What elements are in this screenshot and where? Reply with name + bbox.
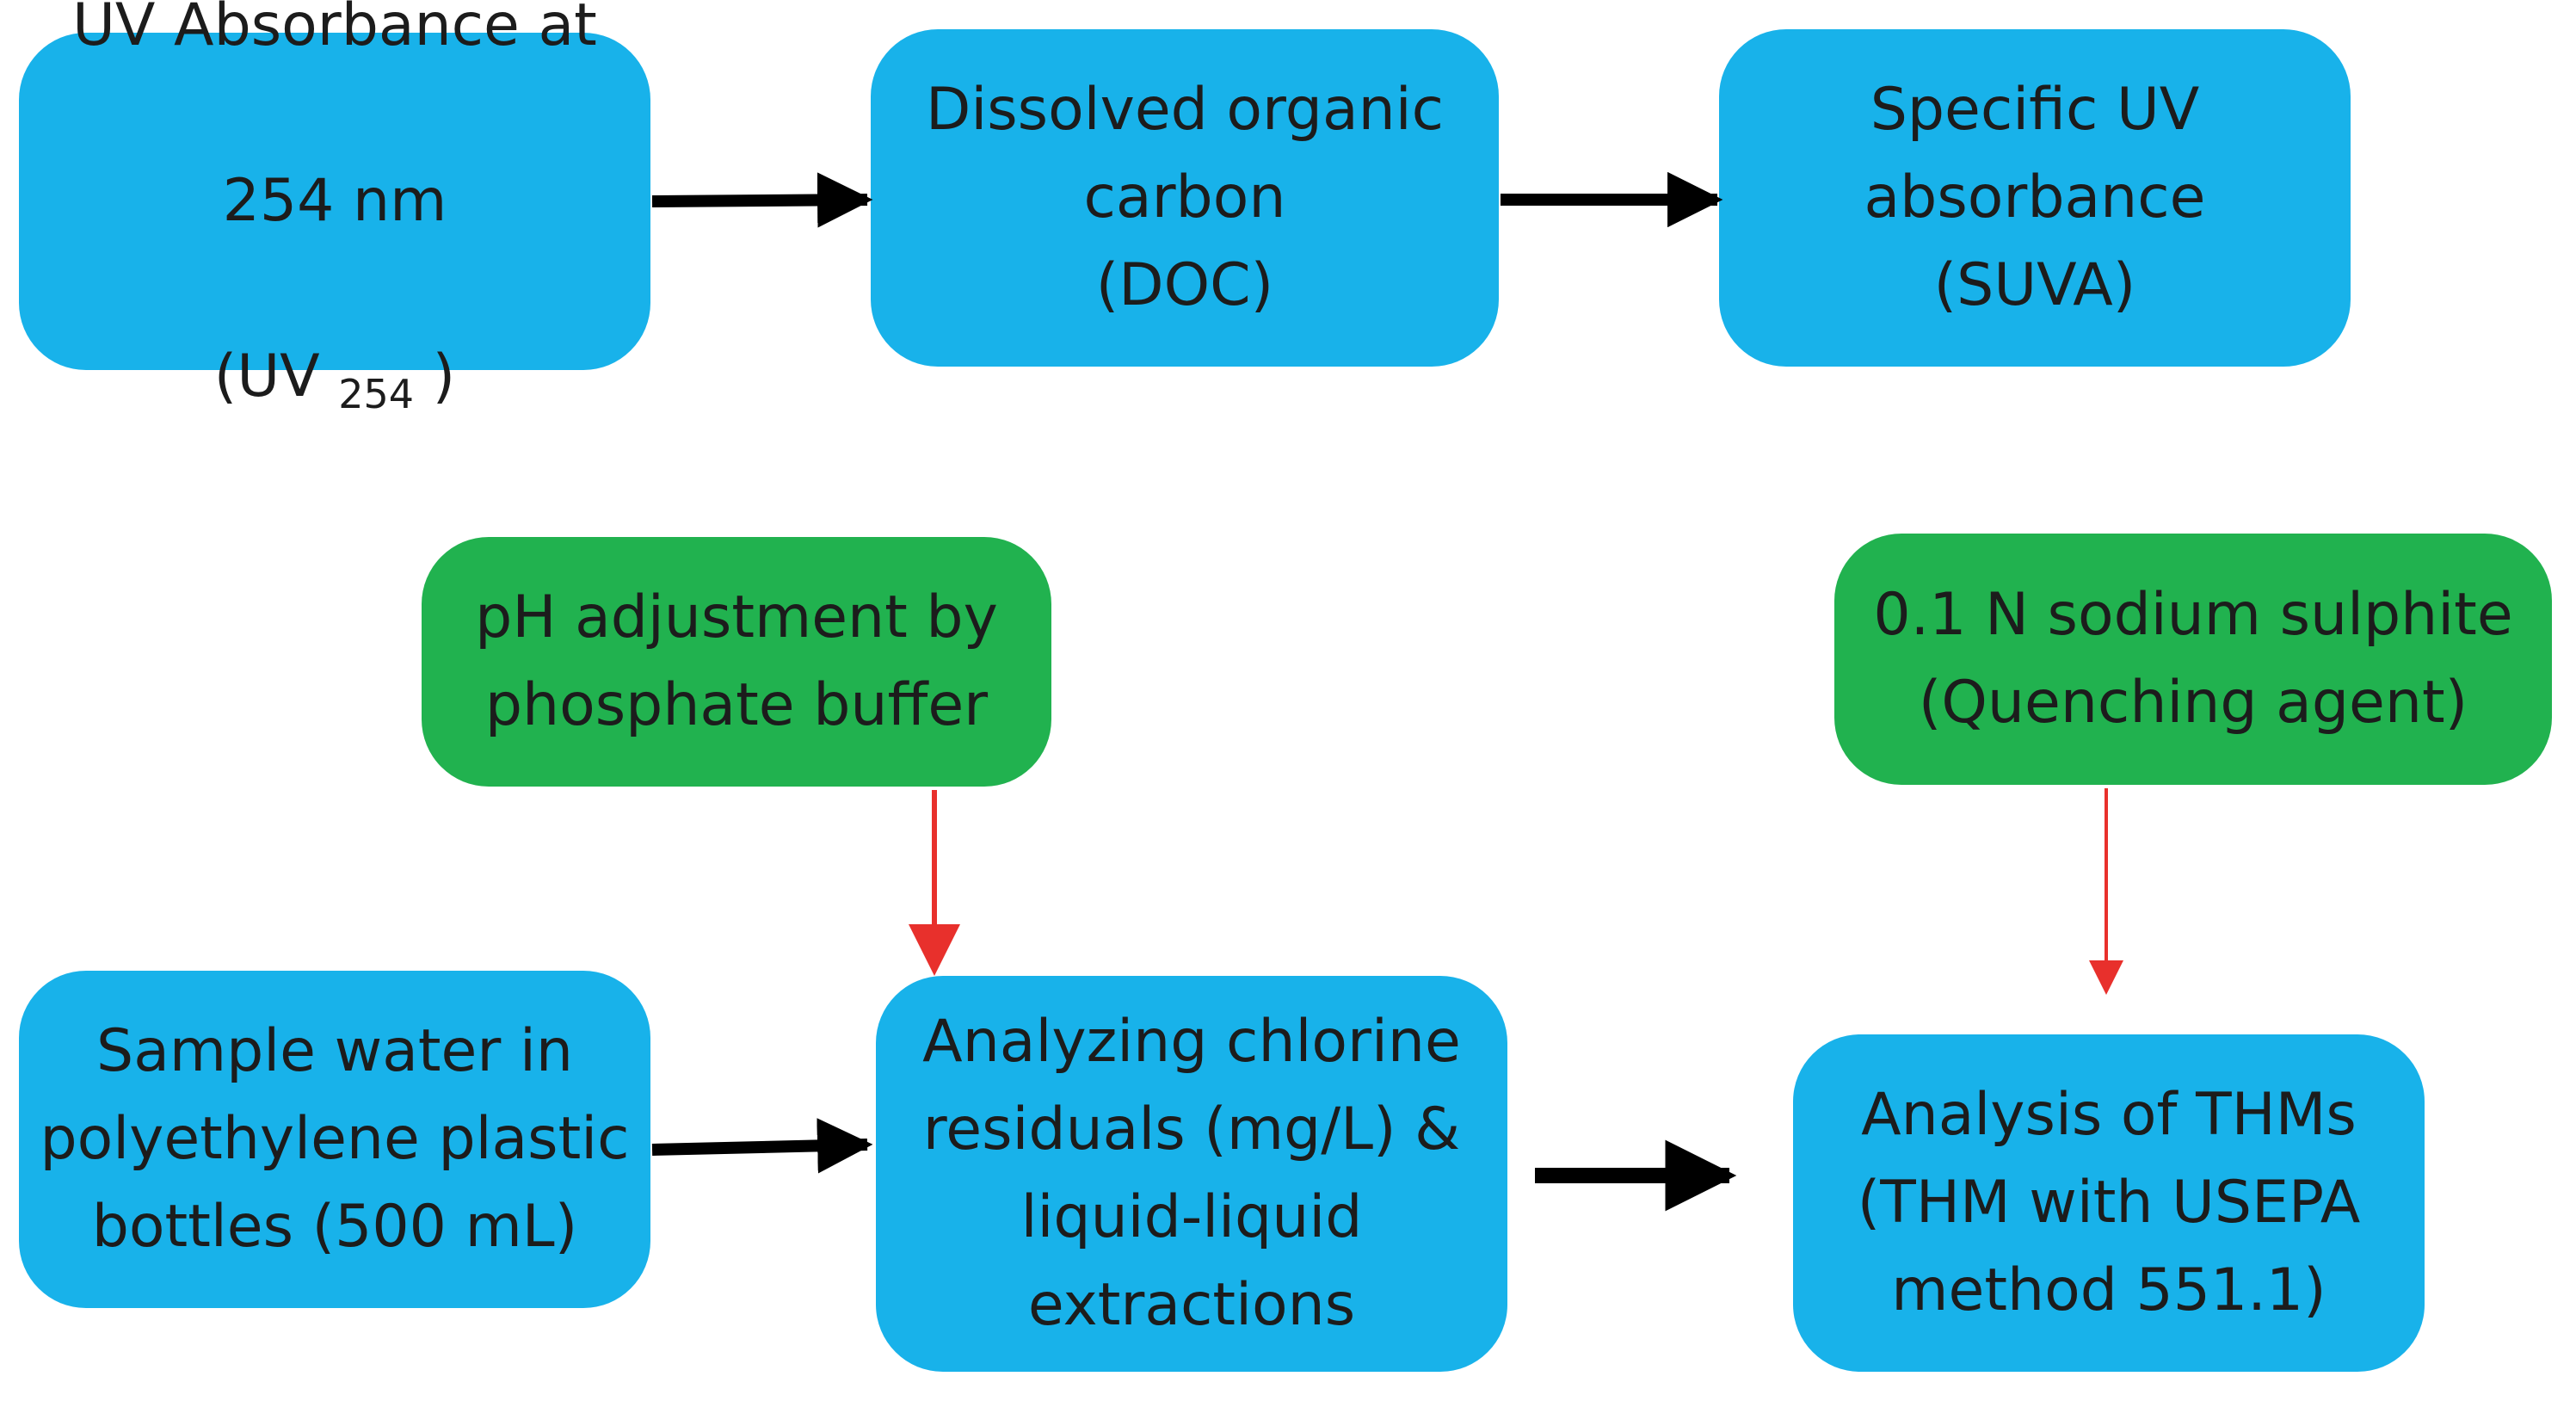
uv-line-1: UV Absorbance at (72, 0, 597, 59)
node-chlorine-residuals-label: Analyzing chlorine residuals (mg/L) & li… (922, 1008, 1461, 1339)
node-doc: Dissolved organic carbon (DOC) (871, 29, 1499, 367)
node-suva-label: Specific UV absorbance (SUVA) (1864, 76, 2206, 319)
node-sample-water: Sample water in polyethylene plastic bot… (19, 971, 650, 1308)
node-ph-adjustment: pH adjustment by phosphate buffer (422, 537, 1051, 787)
node-thm-analysis-label: Analysis of THMs (THM with USEPA method … (1857, 1081, 2361, 1324)
uv-line-3-subscript: 254 (338, 371, 415, 417)
node-chlorine-residuals: Analyzing chlorine residuals (mg/L) & li… (876, 976, 1507, 1372)
node-sodium-sulphite-label: 0.1 N sodium sulphite (Quenching agent) (1873, 581, 2513, 737)
uv-line-2: 254 nm (222, 167, 447, 235)
uv-line-3-suffix: ) (414, 343, 456, 410)
arrow-uv-to-doc (651, 172, 873, 228)
node-thm-analysis: Analysis of THMs (THM with USEPA method … (1793, 1034, 2425, 1372)
node-uv-absorbance-label: UV Absorbance at 254 nm (UV 254 ) (72, 0, 597, 509)
node-uv-absorbance: UV Absorbance at 254 nm (UV 254 ) (19, 0, 650, 414)
node-sample-water-label: Sample water in polyethylene plastic bot… (40, 1017, 630, 1261)
node-sodium-sulphite: 0.1 N sodium sulphite (Quenching agent) (1834, 534, 2552, 785)
node-ph-adjustment-label: pH adjustment by phosphate buffer (475, 583, 998, 739)
node-suva: Specific UV absorbance (SUVA) (1719, 29, 2351, 367)
node-doc-label: Dissolved organic carbon (DOC) (925, 76, 1445, 319)
uv-line-3: (UV 254 ) (72, 333, 597, 421)
uv-line-3-prefix: (UV (213, 343, 339, 410)
arrow-sample-to-chlorine (651, 1118, 873, 1174)
